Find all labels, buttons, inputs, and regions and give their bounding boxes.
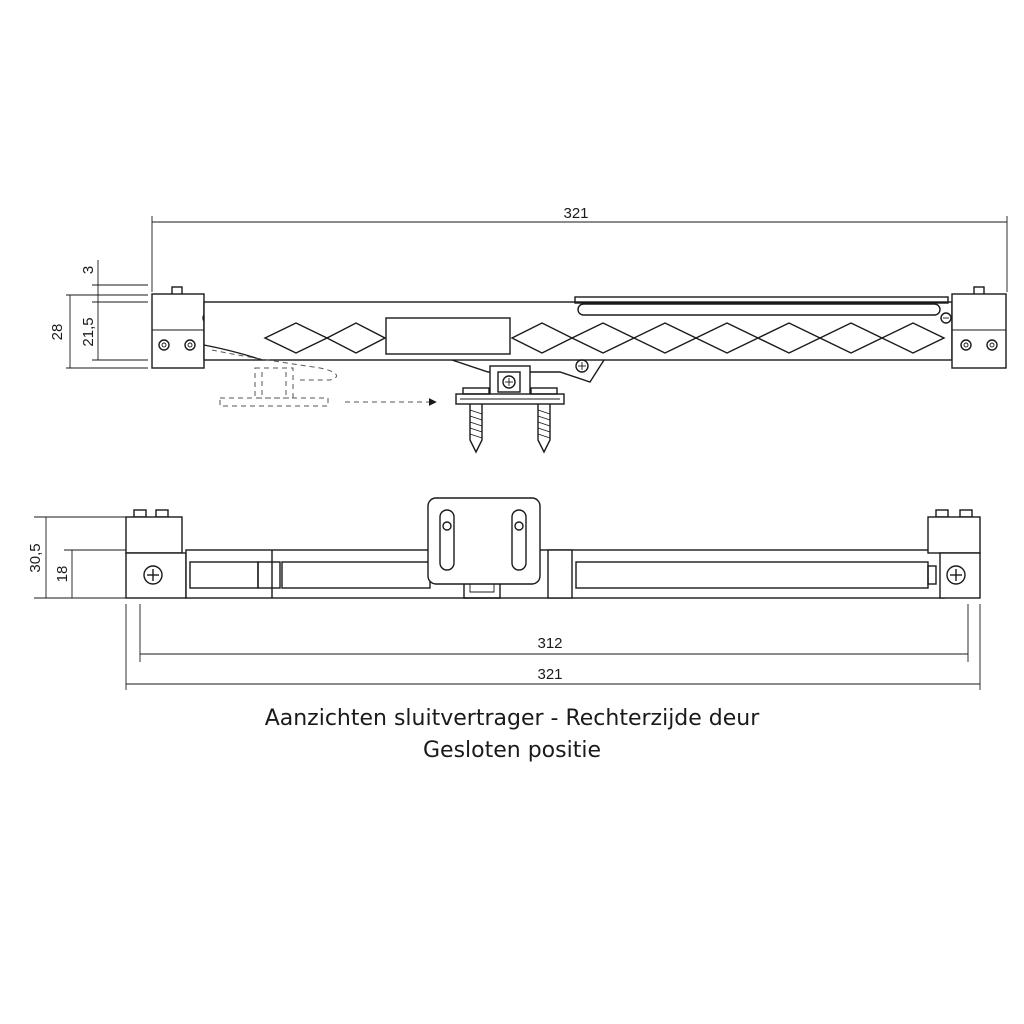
dim-label-18: 18: [54, 566, 71, 583]
bottom-right-end-block: [927, 509, 981, 599]
dim-label-312: 312: [537, 635, 562, 652]
top-dimension-inner: 3 21,5: [80, 260, 148, 361]
dim-label-30-5: 30,5: [27, 543, 44, 572]
bottom-dimension-inner: 18: [54, 549, 126, 598]
bottom-bar: [185, 549, 945, 599]
bottom-dimension-height: 30,5: [27, 516, 126, 599]
bottom-dimension-inner-length: 312: [139, 604, 969, 662]
top-view: 321 28 3 21,5: [49, 205, 1008, 454]
right-end-cap: [940, 286, 1007, 369]
caption-title: Aanzichten sluitvertrager - Rechterzijde…: [264, 706, 760, 731]
dim-label-28: 28: [49, 324, 66, 341]
dim-label-21-5: 21,5: [80, 317, 97, 346]
dim-label-top-321: 321: [563, 205, 588, 222]
rail-body: [203, 296, 953, 383]
dim-label-3: 3: [80, 266, 97, 274]
diamond-cutouts: [263, 322, 946, 354]
screw-left: [462, 387, 490, 454]
top-dimension-overall: 321: [151, 205, 1008, 292]
caption-subtitle: Gesloten positie: [423, 738, 601, 763]
bottom-dimension-overall: 321: [125, 604, 981, 690]
bottom-left-end-block: [125, 509, 187, 599]
dim-label-bottom-321: 321: [537, 666, 562, 683]
top-dimension-height: 28: [49, 294, 148, 369]
bottom-center-bracket: [427, 497, 541, 599]
ghost-bracket: [211, 349, 338, 407]
screw-right: [530, 387, 558, 454]
mounting-bracket: [455, 365, 565, 454]
bottom-view: 30,5 18: [27, 497, 981, 690]
